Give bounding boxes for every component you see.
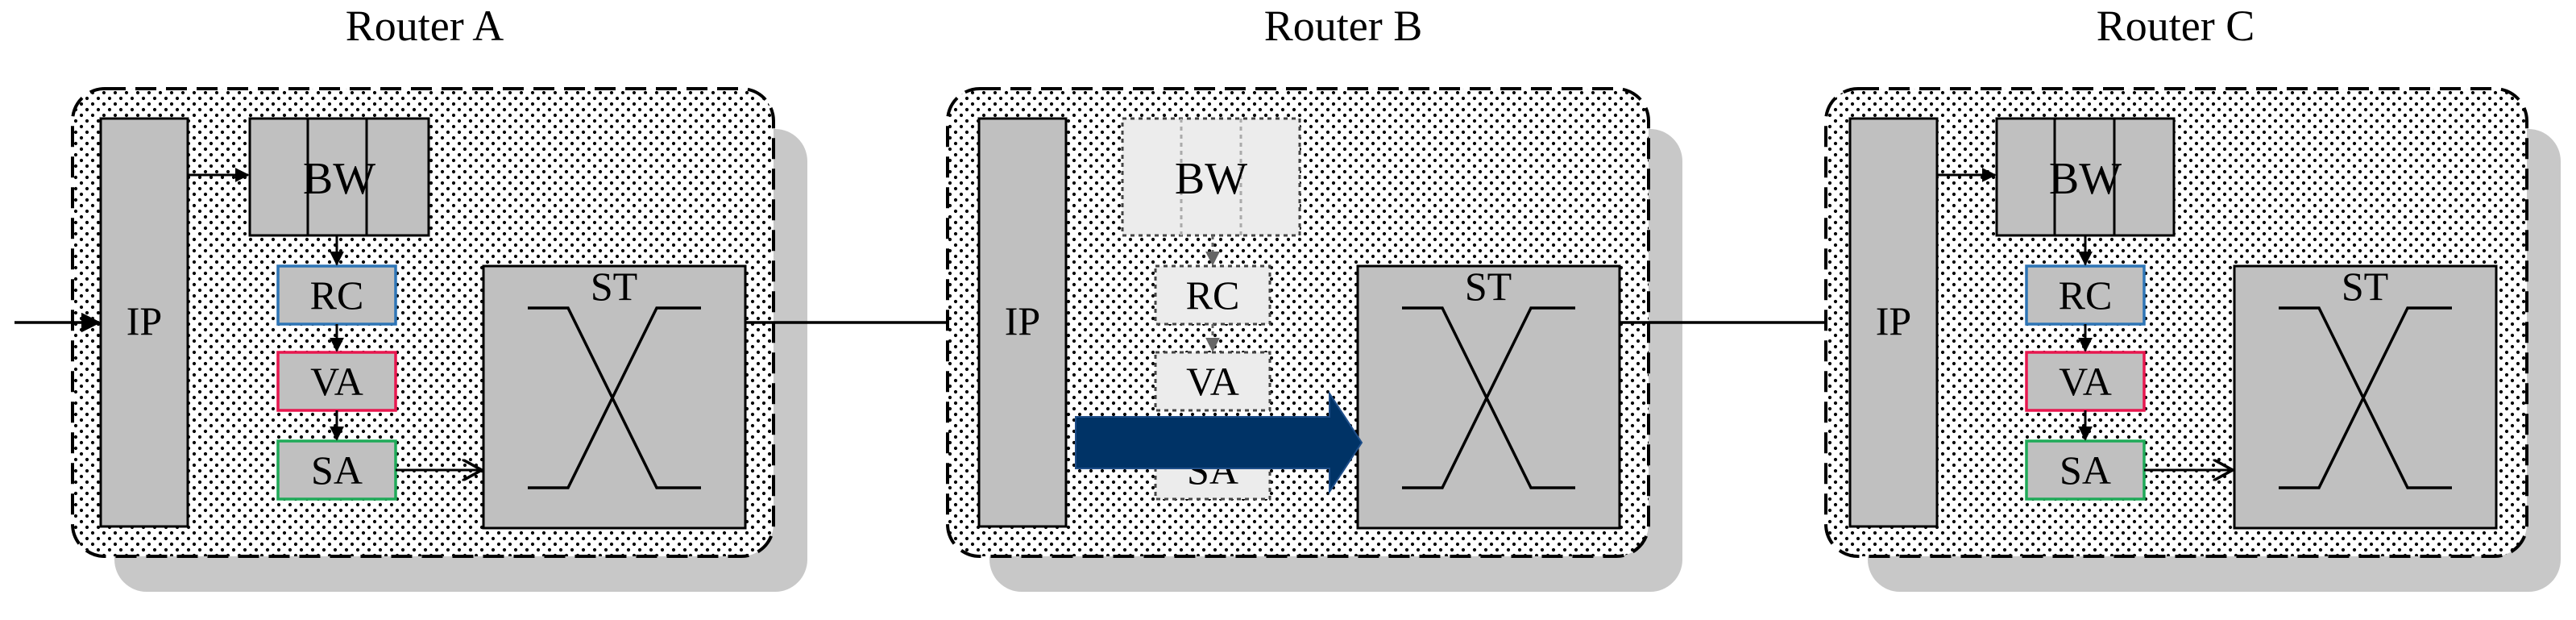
router-c-va-label: VA [2059, 359, 2112, 404]
router-a-va-block [276, 351, 397, 412]
router-b-bypass-arrow [1075, 390, 1363, 495]
router-a: Router A IP BW RC VA SA ST [71, 2, 807, 592]
router-b-bw-block [1121, 117, 1301, 237]
router-a-va-label: VA [310, 359, 363, 404]
router-b-rc-block [1154, 264, 1271, 326]
router-a-rc-block [276, 264, 397, 326]
router-b-crossbar [1402, 306, 1575, 489]
router-a-crossbar [528, 306, 701, 489]
router-a-bw-label: BW [303, 154, 375, 204]
router-c-st-block [2233, 264, 2498, 530]
router-b-va-label: VA [1186, 359, 1239, 404]
router-c-rc-label: RC [2059, 273, 2113, 318]
router-b-title: Router B [1264, 2, 1423, 50]
router-c-ip-block [1848, 117, 1939, 528]
router-a-bw-block [248, 117, 430, 237]
router-a-ip-block [99, 117, 189, 528]
router-c-title: Router C [2097, 2, 2255, 50]
router-a-st-block [482, 264, 747, 530]
router-a-st-label: ST [591, 264, 637, 309]
router-c-ip-label: IP [1876, 298, 1911, 343]
router-c-va-block [2025, 351, 2146, 412]
router-b-bw-label: BW [1175, 154, 1247, 204]
router-c-bw-block [1995, 117, 2176, 237]
router-c: Router C IP BW RC VA SA ST [1824, 2, 2561, 592]
router-a-rc-label: RC [310, 273, 364, 318]
router-b-st-block [1356, 264, 1621, 530]
router-b-rc-label: RC [1186, 273, 1240, 318]
router-a-ip-label: IP [127, 298, 162, 343]
router-c-sa-block [2025, 439, 2146, 501]
router-b-ip-block [977, 117, 1068, 528]
router-b-st-label: ST [1465, 264, 1512, 309]
router-b-va-block [1154, 351, 1271, 412]
router-a-sa-label: SA [311, 447, 363, 493]
router-c-bw-label: BW [2049, 154, 2122, 204]
router-c-crossbar [2279, 306, 2452, 489]
router-c-sa-label: SA [2060, 447, 2111, 493]
router-a-sa-block [276, 439, 397, 501]
router-c-st-label: ST [2342, 264, 2388, 309]
router-a-title: Router A [346, 2, 504, 50]
router-b-ip-label: IP [1005, 298, 1040, 343]
router-b: Router B IP BW RC VA SA ST [946, 2, 1682, 592]
